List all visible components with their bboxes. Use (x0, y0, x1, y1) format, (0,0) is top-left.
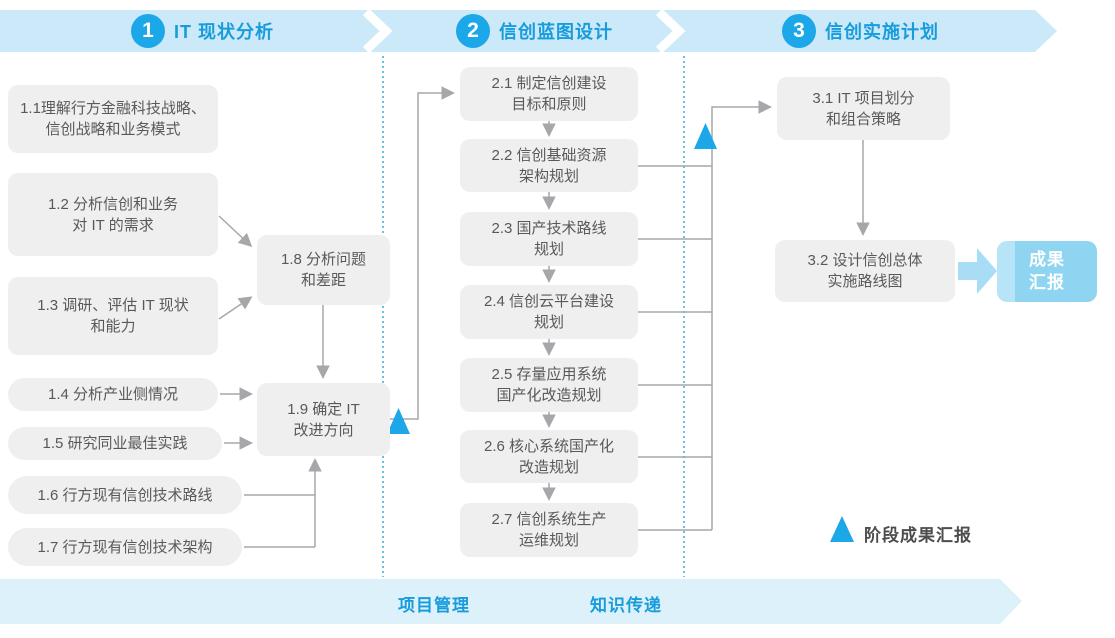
footer-band-arrow (0, 579, 1022, 624)
chevron-separator-icon (362, 8, 393, 54)
phase-number-badge: 3 (782, 14, 816, 48)
result-report-box: 成果 汇报 (997, 241, 1097, 302)
phase-header-3: 3 信创实施计划 (782, 14, 939, 48)
legend-triangle-icon (830, 516, 854, 542)
stage-report-triangle-icon (694, 123, 717, 149)
step-box-3-1: 3.1 IT 项目划分 和组合策略 (777, 77, 950, 140)
phase-header-2: 2 信创蓝图设计 (456, 14, 613, 48)
step-box-1-8: 1.8 分析问题 和差距 (257, 235, 390, 305)
phase-title: 信创实施计划 (825, 22, 939, 42)
footer-knowledge-transfer-label: 知识传递 (590, 596, 662, 615)
chevron-separator-icon (655, 8, 686, 54)
step-box-1-4: 1.4 分析产业侧情况 (8, 378, 218, 411)
step-box-1-9: 1.9 确定 IT 改进方向 (257, 383, 390, 456)
step-box-2-2: 2.2 信创基础资源 架构规划 (460, 139, 638, 192)
phase-number-badge: 2 (456, 14, 490, 48)
phase-title: 信创蓝图设计 (499, 22, 613, 42)
step-box-1-2: 1.2 分析信创和业务 对 IT 的需求 (8, 173, 218, 256)
result-fat-arrow-icon (958, 248, 997, 294)
footer-project-management-label: 项目管理 (398, 596, 470, 615)
step-box-1-3: 1.3 调研、评估 IT 现状 和能力 (8, 277, 218, 355)
step-box-2-5: 2.5 存量应用系统 国产化改造规划 (460, 358, 638, 412)
step-box-2-3: 2.3 国产技术路线 规划 (460, 212, 638, 266)
stage-report-triangle-icon (387, 408, 410, 434)
step-box-2-6: 2.6 核心系统国产化 改造规划 (460, 430, 638, 483)
step-box-1-7: 1.7 行方现有信创技术架构 (8, 528, 242, 566)
step-box-2-7: 2.7 信创系统生产 运维规划 (460, 503, 638, 557)
phase-number-badge: 1 (131, 14, 165, 48)
legend-label: 阶段成果汇报 (864, 526, 972, 545)
connector-lines (218, 86, 870, 548)
phase-title: IT 现状分析 (174, 22, 274, 42)
step-box-3-2: 3.2 设计信创总体 实施路线图 (775, 240, 955, 302)
step-box-2-1: 2.1 制定信创建设 目标和原则 (460, 67, 638, 121)
step-box-1-1: 1.1理解行方金融科技战略、 信创战略和业务模式 (8, 85, 218, 153)
phase-header-1: 1 IT 现状分析 (131, 14, 274, 48)
step-box-2-4: 2.4 信创云平台建设 规划 (460, 285, 638, 339)
step-box-1-5: 1.5 研究同业最佳实践 (8, 427, 222, 460)
step-box-1-6: 1.6 行方现有信创技术路线 (8, 476, 242, 514)
